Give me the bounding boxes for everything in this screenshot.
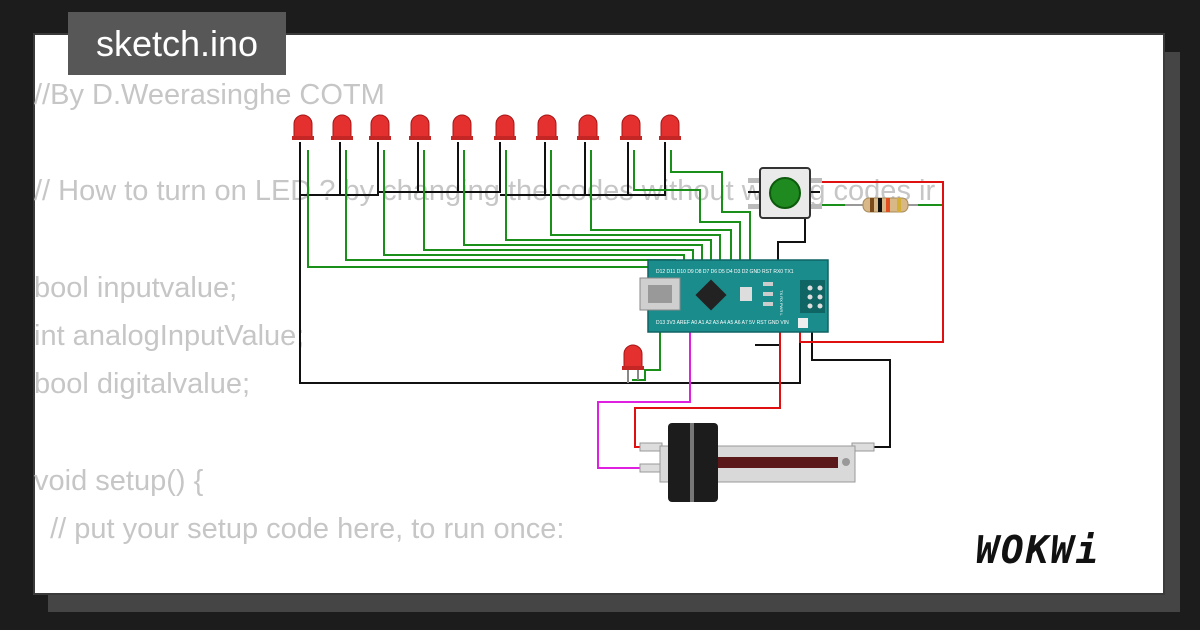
pushbutton xyxy=(748,167,822,219)
code-line: //By D.Weerasinghe COTM xyxy=(34,79,385,111)
code-line: // put your setup code here, to run once… xyxy=(34,512,565,545)
file-name-tab[interactable]: sketch.ino xyxy=(68,12,286,75)
signal-wires xyxy=(307,150,943,381)
slide-potentiometer xyxy=(639,423,875,502)
led-single xyxy=(622,344,644,383)
resistor xyxy=(845,197,918,213)
led xyxy=(409,114,431,140)
arduino-nano: D12 D11 D10 D9 D8 D7 D6 D5 D4 D3 D2 GND … xyxy=(639,259,829,333)
led xyxy=(331,114,353,140)
code-background: //By D.Weerasinghe COTM // How to turn on… xyxy=(34,71,935,553)
led xyxy=(451,114,473,140)
code-line: void setup() { xyxy=(34,464,204,497)
led xyxy=(494,114,516,140)
led-row xyxy=(292,114,681,140)
code-line: bool inputvalue; xyxy=(34,271,238,304)
code-line: // How to turn on LED ? by changing the … xyxy=(34,175,936,208)
led xyxy=(369,114,391,140)
led xyxy=(577,114,599,140)
code-line: int analogInputValue; xyxy=(34,319,305,352)
led xyxy=(659,114,681,140)
led xyxy=(292,114,314,140)
board-led-labels: TX RX PWR L xyxy=(779,290,784,316)
led xyxy=(620,114,642,140)
led xyxy=(536,114,558,140)
board-top-pin-labels: D12 D11 D10 D9 D8 D7 D6 D5 D4 D3 D2 GND … xyxy=(656,269,794,275)
code-line: bool digitalvalue; xyxy=(34,368,251,401)
board-bottom-pin-labels: D13 3V3 AREF A0 A1 A2 A3 A4 A5 A6 A7 5V … xyxy=(656,320,789,326)
wokwi-logo: WOKWi xyxy=(976,528,1101,572)
preview-card xyxy=(33,33,1165,595)
